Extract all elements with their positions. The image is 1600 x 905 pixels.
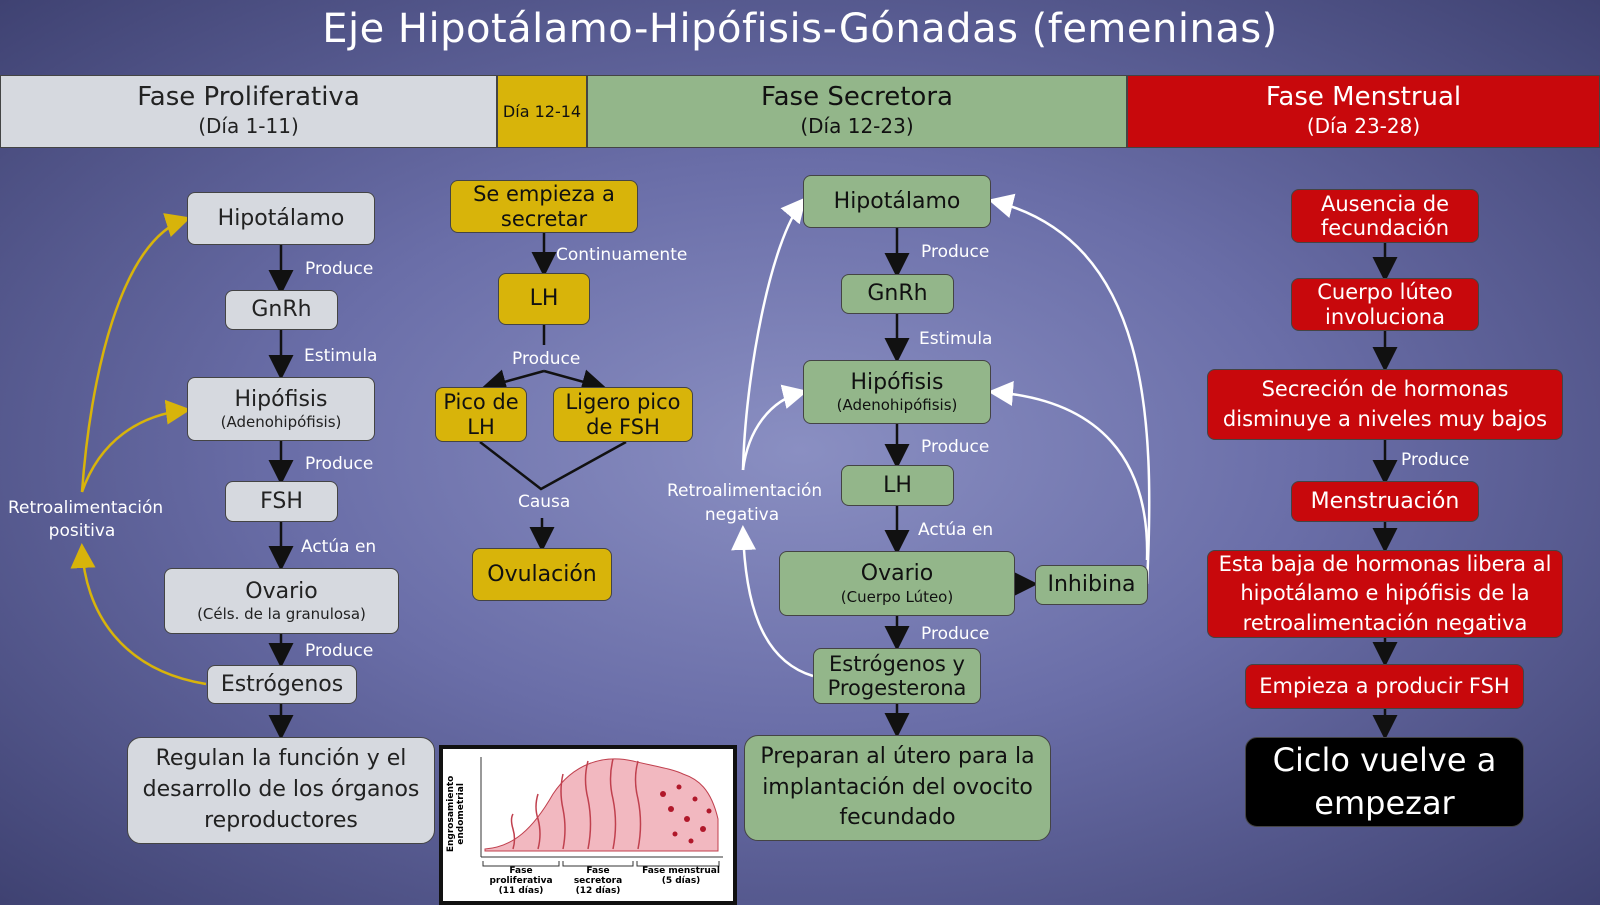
box-label: LH — [529, 286, 559, 312]
label-produce: Produce — [512, 349, 581, 369]
phase-days: (Día 23-28) — [1306, 114, 1421, 138]
phase-days: (Día 12-23) — [800, 114, 914, 138]
estrogenos-progesterona-box: Estrógenos y Progesterona — [813, 648, 981, 704]
phase-secretora: Fase Secretora (Día 12-23) — [587, 75, 1127, 148]
pico-lh-box: Pico de LH — [435, 387, 527, 442]
retroalimentacion-positiva-label: Retroalimentación positiva — [8, 498, 164, 541]
label-produce: Produce — [305, 641, 374, 661]
hipotalamo-box: Hipotálamo — [187, 192, 375, 245]
phase-name: Fase Menstrual — [1265, 82, 1462, 112]
label-estimula: Estimula — [919, 329, 993, 349]
phase-menstrual: Fase Menstrual (Día 23-28) — [1127, 75, 1600, 148]
box-label: Cuerpo lúteo involuciona — [1317, 280, 1453, 329]
box-label: Ausencia de fecundación — [1320, 191, 1450, 240]
box-sublabel: (Adenohipófisis) — [220, 413, 342, 432]
chart-phase-label: Fase secretora (12 días) — [563, 866, 633, 897]
box-label: Ovario — [245, 578, 318, 604]
lh-box: LH — [498, 273, 590, 325]
gnrh-box: GnRh — [841, 274, 954, 314]
box-label: Hipotálamo — [833, 188, 961, 214]
estrogenos-box: Estrógenos — [207, 665, 357, 704]
phase-name: Día 12-14 — [502, 102, 582, 121]
label-actua-en: Actúa en — [301, 537, 377, 557]
hipotalamo-box: Hipotálamo — [803, 175, 991, 228]
box-label: Preparan al útero para la implantación d… — [760, 743, 1035, 831]
regulan-box: Regulan la función y el desarrollo de lo… — [127, 737, 435, 844]
chart-phase-label: Fase menstrual (5 días) — [639, 866, 723, 887]
page-title: Eje Hipotálamo-Hipófisis-Gónadas (femeni… — [322, 6, 1278, 52]
box-label: GnRh — [251, 297, 312, 323]
phase-days: (Día 1-11) — [198, 114, 299, 138]
box-label: Estrógenos — [220, 671, 344, 697]
box-label: Menstruación — [1310, 488, 1460, 514]
box-label: Esta baja de hormonas libera al hipotála… — [1218, 551, 1552, 635]
label-produce: Produce — [1401, 450, 1470, 470]
label-estimula: Estimula — [304, 346, 378, 366]
label-produce: Produce — [305, 454, 374, 474]
lh-box: LH — [841, 465, 954, 506]
label-produce: Produce — [921, 437, 990, 457]
box-label: Empieza a producir FSH — [1259, 674, 1510, 699]
endometrium-illustration — [480, 757, 723, 867]
box-label: Ovulación — [487, 561, 597, 587]
phase-name: Fase secretora — [573, 866, 623, 886]
baja-hormonas-box: Esta baja de hormonas libera al hipotála… — [1207, 550, 1563, 638]
phase-name: Fase menstrual — [642, 866, 720, 876]
chart-phase-label: Fase proliferativa (11 días) — [481, 866, 561, 897]
box-label: Hipófisis — [234, 386, 328, 412]
retroalimentacion-negativa-label: Retroalimentación negativa — [667, 481, 823, 525]
ovario-box: Ovario (Céls. de la granulosa) — [164, 568, 399, 634]
box-sublabel: (Cuerpo Lúteo) — [840, 587, 954, 606]
cuerpo-luteo-box: Cuerpo lúteo involuciona — [1291, 278, 1479, 331]
box-label: LH — [883, 472, 912, 498]
secrecion-hormonas-box: Secreción de hormonas disminuye a nivele… — [1207, 369, 1563, 440]
box-label: Pico de LH — [443, 390, 519, 439]
preparan-box: Preparan al útero para la implantación d… — [744, 735, 1051, 841]
ovario-box: Ovario (Cuerpo Lúteo) — [779, 551, 1015, 616]
box-sublabel: (Céls. de la granulosa) — [197, 605, 366, 624]
box-label: Regulan la función y el desarrollo de lo… — [142, 746, 420, 833]
label-produce: Produce — [305, 259, 374, 279]
ovulacion-box: Ovulación — [472, 548, 612, 601]
box-sublabel: (Adenohipófisis) — [836, 396, 958, 415]
empieza-fsh-box: Empieza a producir FSH — [1245, 664, 1524, 709]
box-label: Estrógenos y Progesterona — [827, 651, 967, 700]
box-label: Se empieza a secretar — [473, 182, 615, 231]
label-produce: Produce — [921, 242, 990, 262]
phase-name: Fase Proliferativa — [137, 82, 360, 112]
fsh-box: FSH — [225, 481, 338, 522]
ligero-pico-fsh-box: Ligero pico de FSH — [553, 387, 693, 442]
phase-name: Fase proliferativa — [489, 866, 553, 886]
ausencia-fecundacion-box: Ausencia de fecundación — [1291, 189, 1479, 243]
se-empieza-box: Se empieza a secretar — [450, 180, 638, 233]
box-label: Ciclo vuelve a empezar — [1272, 740, 1497, 822]
hipofisis-box: Hipófisis (Adenohipófisis) — [803, 360, 991, 424]
box-label: Hipotálamo — [217, 205, 345, 231]
label-produce: Produce — [921, 624, 990, 644]
phase-proliferativa: Fase Proliferativa (Día 1-11) — [0, 75, 497, 148]
inhibina-box: Inhibina — [1035, 565, 1148, 605]
hipofisis-box: Hipófisis (Adenohipófisis) — [187, 377, 375, 441]
label-actua-en: Actúa en — [918, 520, 994, 540]
box-label: GnRh — [867, 281, 928, 307]
box-label: Secreción de hormonas disminuye a nivele… — [1222, 377, 1548, 431]
box-label: Ligero pico de FSH — [565, 390, 681, 439]
phase-days: (11 días) — [498, 885, 544, 896]
phase-days: (5 días) — [661, 875, 701, 886]
label-continuamente: Continuamente — [556, 245, 688, 265]
phase-dia-12-14: Día 12-14 — [497, 75, 587, 148]
box-label: Inhibina — [1047, 572, 1136, 598]
endometrial-thickness-figure: Engrosamiento endometrial Fase prolifera… — [439, 745, 737, 905]
menstruacion-box: Menstruación — [1291, 481, 1479, 522]
ciclo-vuelve-box: Ciclo vuelve a empezar — [1245, 737, 1524, 827]
phase-name: Fase Secretora — [761, 82, 953, 112]
box-label: Ovario — [860, 561, 934, 587]
box-label: Hipófisis — [850, 369, 944, 395]
phase-days: (12 días) — [575, 885, 621, 896]
label-causa: Causa — [518, 492, 571, 512]
box-label: FSH — [260, 488, 303, 514]
gnrh-box: GnRh — [225, 290, 338, 330]
